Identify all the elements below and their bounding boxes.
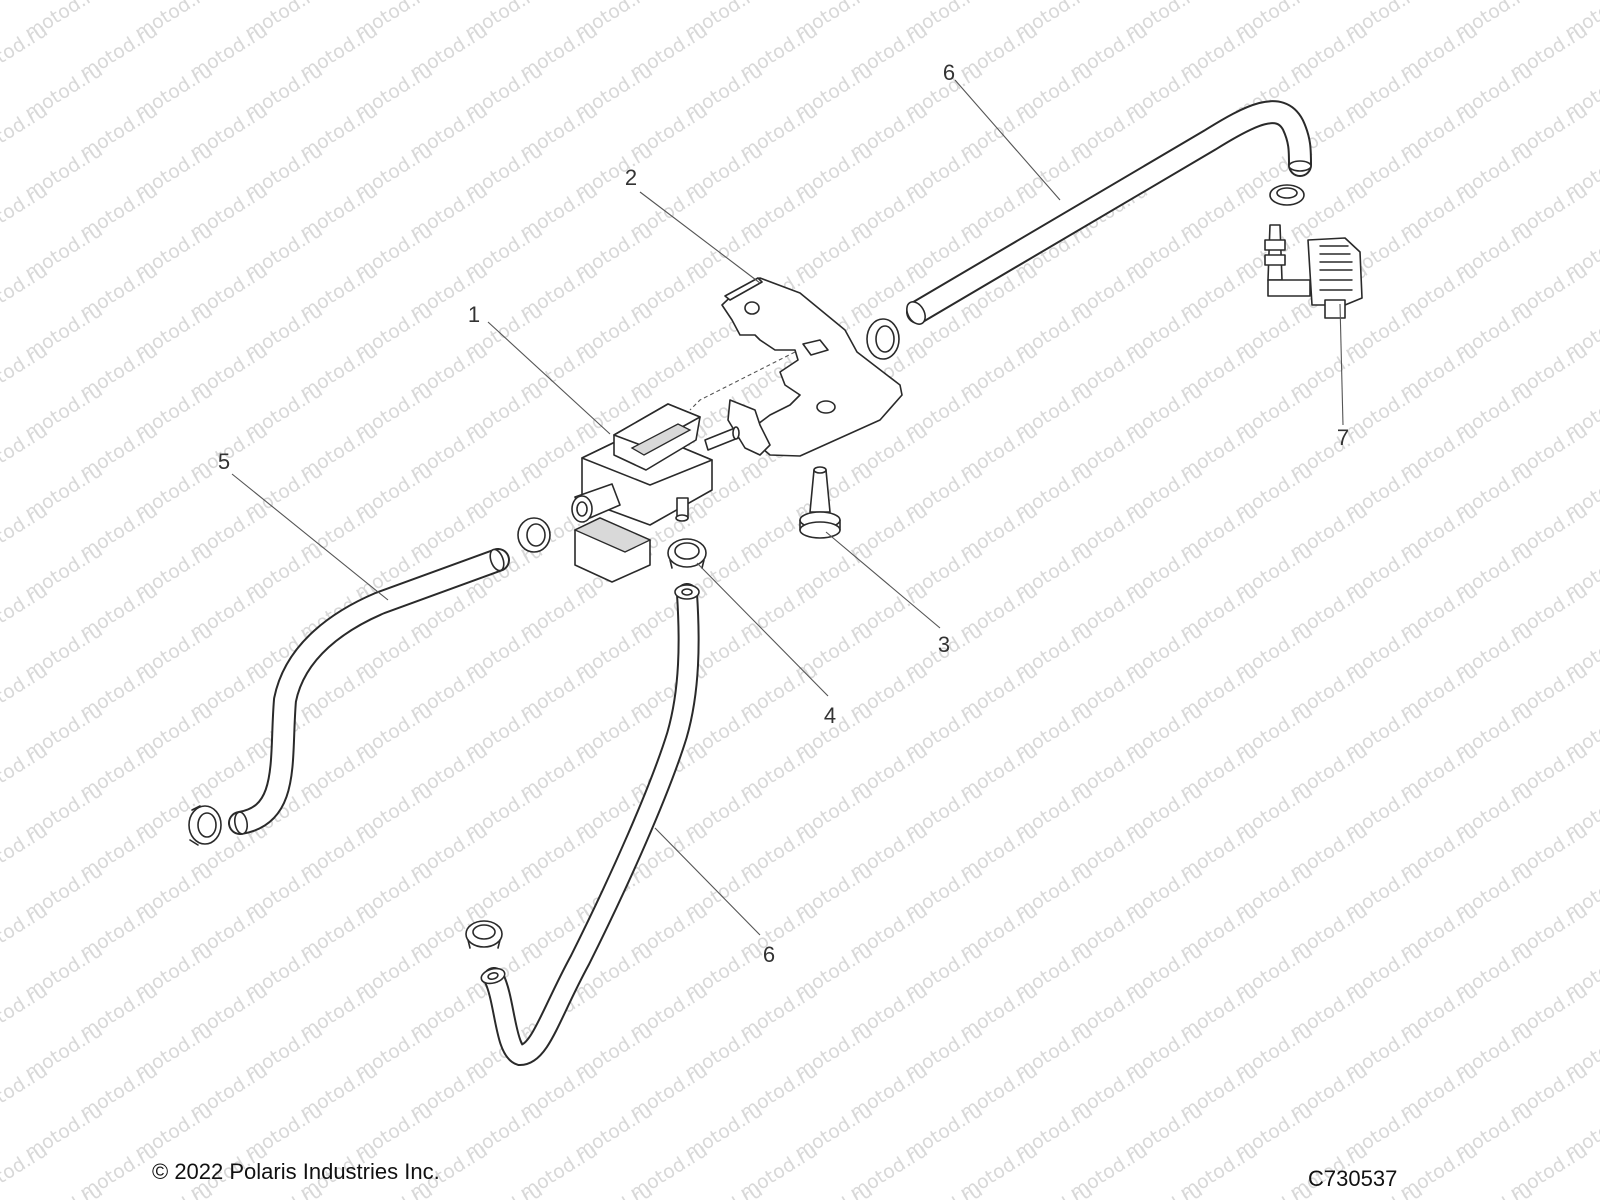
- watermark-text: motod.ru: [0, 419, 52, 484]
- watermark-text: motod.ru: [0, 1059, 52, 1124]
- callout-7: 7: [1337, 425, 1349, 450]
- watermark-text: motod.ru: [0, 979, 52, 1044]
- watermark-text: motod.ru: [0, 899, 52, 964]
- callout-5: 5: [218, 449, 230, 474]
- hose-clamp: [465, 920, 503, 949]
- watermark-text: motod.ru: [0, 339, 52, 404]
- callout-6-upper: 6: [943, 60, 955, 85]
- watermark-text: motod.ru: [0, 179, 52, 244]
- solenoid-valve-1: [571, 403, 740, 583]
- watermark-text: motod.ru: [681, 1179, 767, 1200]
- diagram-code: C730537: [1308, 1166, 1398, 1191]
- watermark-text: motod.ru: [0, 499, 52, 564]
- hose-6-upper: [906, 100, 1312, 325]
- callout-4: 4: [824, 703, 836, 728]
- callout-2: 2: [625, 165, 637, 190]
- watermark-text: motod.ru: [0, 819, 52, 884]
- watermark-text: motod.ru: [791, 1179, 877, 1200]
- watermark-text: motod.ru: [0, 739, 52, 804]
- watermark-text: motod.ru: [21, 1179, 107, 1200]
- fastener-3: [799, 466, 841, 539]
- hose-clamp: [517, 517, 551, 553]
- hose-5: [228, 548, 510, 835]
- hose-clamp-4: [667, 538, 707, 569]
- callout-6-lower: 6: [763, 942, 775, 967]
- bracket-2: [689, 277, 903, 457]
- watermark-text: motod.ru: [1451, 1179, 1537, 1200]
- callout-3: 3: [938, 632, 950, 657]
- watermark-text: motod.ru: [0, 19, 52, 84]
- connector-7: [1264, 224, 1363, 319]
- hose-clamp: [866, 318, 900, 360]
- watermark-text: motod.ru: [0, 579, 52, 644]
- callouts: 1 2 3 4 5 6 6 7: [218, 60, 1349, 967]
- hose-clamp: [1269, 184, 1305, 206]
- watermark-text: motod.ru: [0, 259, 52, 324]
- watermark-text: motod.ru: [0, 99, 52, 164]
- hose-clamp: [188, 805, 222, 846]
- watermark-text: motod.ru: [0, 0, 52, 4]
- watermark-text: motod.ru: [461, 1179, 547, 1200]
- watermark-text: motod.ru: [1231, 1179, 1317, 1200]
- watermark-text: motod.ru: [1561, 1179, 1600, 1200]
- watermark-text: motod.ru: [571, 1179, 657, 1200]
- callout-1: 1: [468, 302, 480, 327]
- watermark-text: motod.ru: [901, 1179, 987, 1200]
- watermark-text: motod.ru: [0, 659, 52, 724]
- leader-lines: [231, 79, 1344, 936]
- watermark-text: motod.ru: [1121, 1179, 1207, 1200]
- watermark-text: motod.ru: [1011, 1179, 1097, 1200]
- hose-6-lower: [480, 583, 700, 1067]
- copyright-notice: © 2022 Polaris Industries Inc.: [152, 1159, 440, 1184]
- watermark-text: motod.ru: [0, 1139, 52, 1200]
